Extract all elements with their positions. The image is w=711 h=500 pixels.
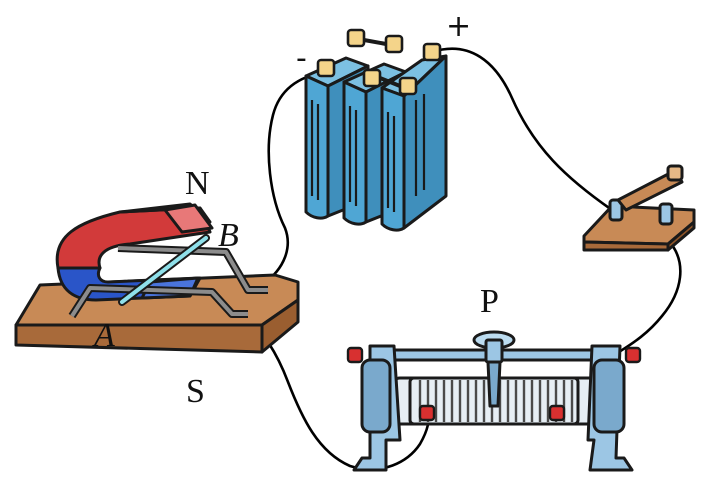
switch-handle (666, 164, 684, 182)
wood-base-side (14, 323, 264, 354)
rheostat-coil (418, 380, 574, 422)
wire-battery-positive-to-switch (430, 47, 614, 212)
rheostat-right-bracket (586, 344, 634, 472)
wire-switch-to-rheostat (617, 238, 682, 354)
label-s: S (186, 373, 205, 410)
rail-back-inner (117, 246, 268, 292)
label-positive: + (446, 9, 471, 44)
terminal-positive (422, 42, 442, 62)
wood-base-end (260, 298, 300, 354)
switch-hinge-right (658, 202, 674, 226)
conductor-rod (120, 236, 208, 304)
switch-hinge-left (608, 198, 624, 222)
wires (245, 47, 682, 471)
terminal-negative (316, 58, 336, 78)
switch-blade (616, 168, 684, 212)
wire-battery-negative-to-rail (260, 70, 328, 287)
label-a: A (92, 317, 115, 354)
switch-base-end (666, 220, 696, 252)
battery-pack (304, 28, 448, 232)
rheostat-terminal-top-right (624, 346, 642, 364)
rheostat-terminals (346, 346, 642, 422)
battery-terminals (316, 28, 442, 96)
rail-front-inner (70, 286, 248, 318)
knife-switch (582, 164, 696, 252)
rheostat-terminal-bottom-right (548, 404, 566, 422)
rheostat-left-bracket (352, 344, 402, 472)
rheostat-terminal-top-left (346, 346, 364, 364)
wire-rail-to-rheostat (245, 314, 431, 471)
magnet-north-pole-face (163, 203, 214, 234)
battery-links (363, 38, 401, 88)
labels: N S A B P - + (92, 9, 499, 410)
switch-base-side (582, 240, 670, 252)
rheostat (346, 330, 642, 472)
label-b: B (218, 217, 239, 254)
rheostat-terminal-bottom-left (418, 404, 436, 422)
rheostat-slider-p (472, 330, 516, 408)
rail-apparatus (14, 202, 300, 354)
label-p: P (480, 283, 499, 320)
label-n: N (185, 165, 210, 202)
label-negative: - (296, 41, 307, 76)
